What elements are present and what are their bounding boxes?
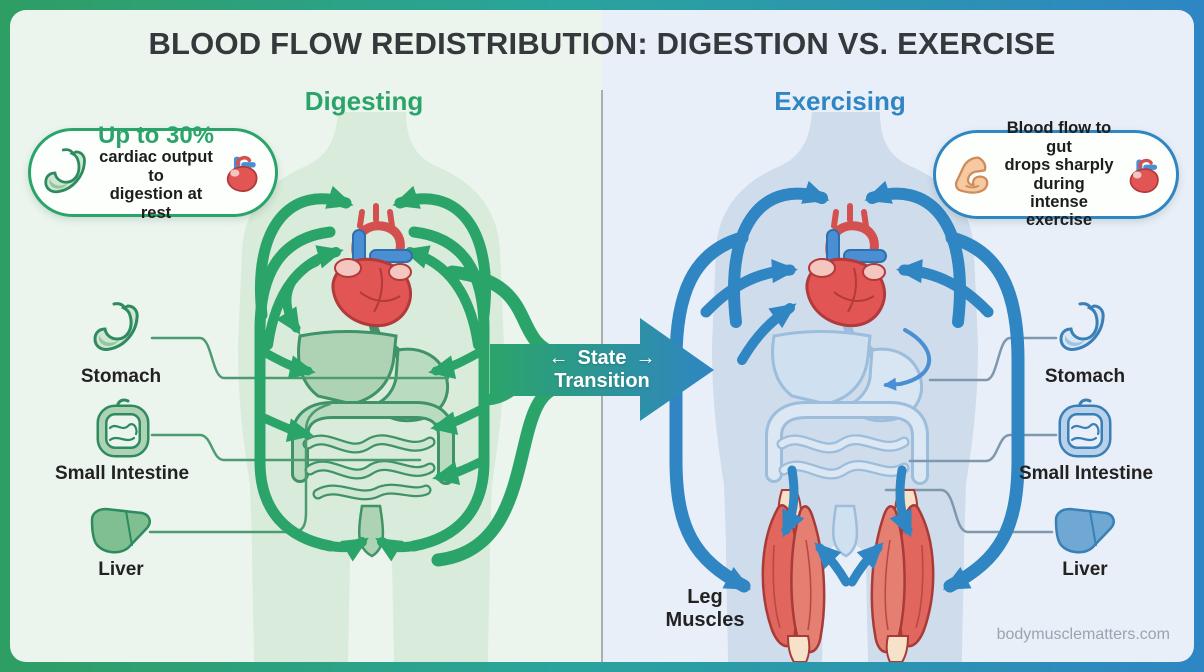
exercising-header: Exercising	[774, 86, 906, 116]
heart-icon	[1129, 158, 1159, 193]
stomach-icon	[93, 302, 139, 351]
exercise-stat-callout: Blood flow to gut drops sharply during i…	[933, 119, 1179, 229]
liver-icon-blue	[1054, 507, 1115, 554]
arrow-right-icon: →	[635, 347, 656, 369]
liver-label-left: Liver	[98, 559, 144, 580]
transition-word2: Transition	[554, 370, 650, 392]
digesting-flow-arrows	[254, 185, 563, 567]
state-transition-arrow	[490, 318, 714, 421]
digestion-callout-text: Up to 30% cardiac output to digestion at…	[94, 123, 218, 222]
transition-word1: State	[577, 347, 627, 369]
digestion-callout-line2: digestion at rest	[109, 185, 203, 222]
page-title: BLOOD FLOW REDISTRIBUTION: DIGESTION VS.…	[148, 26, 1056, 61]
stomach-icon	[44, 147, 86, 193]
small-intestine-icon	[96, 398, 150, 458]
liver-label-right: Liver	[1062, 559, 1108, 580]
inner-panel	[10, 10, 1194, 662]
arrow-left-icon: ←	[548, 347, 569, 369]
exercise-callout-line2: drops sharply during	[1004, 156, 1114, 193]
digestion-stat: Up to 30%	[97, 121, 214, 149]
anatomy-artwork	[90, 112, 1115, 662]
stomach-label-left: Stomach	[80, 366, 162, 387]
digesting-header: Digesting	[304, 86, 424, 116]
state-transition-label: ← State → Transition	[549, 347, 656, 393]
stomach-icon-blue	[1059, 302, 1105, 351]
exercising-organ-connectors	[884, 336, 1058, 534]
heart-illustration	[331, 203, 413, 328]
exercising-flow-arrows	[669, 180, 1025, 593]
small-intestine-icon-blue	[1058, 398, 1112, 458]
small-intestine-label-right: Small Intestine	[1018, 463, 1154, 484]
small-intestine-label-left: Small Intestine	[54, 463, 190, 484]
watermark: bodymusclematters.com	[996, 626, 1170, 643]
leg-muscles-label: Leg Muscles	[665, 586, 745, 631]
digestion-stat-callout: Up to 30% cardiac output to digestion at…	[28, 123, 278, 222]
stomach-label-right: Stomach	[1044, 366, 1126, 387]
exercise-callout-line3: intense exercise	[1025, 192, 1093, 230]
digestion-callout-line1: cardiac output to	[99, 148, 213, 185]
exercise-callout-text: Blood flow to gut drops sharply during i…	[997, 119, 1121, 230]
exercise-callout-line1: Blood flow to gut	[1006, 119, 1112, 156]
liver-icon	[90, 507, 151, 554]
heart-icon	[226, 155, 258, 192]
bicep-icon	[954, 155, 989, 194]
